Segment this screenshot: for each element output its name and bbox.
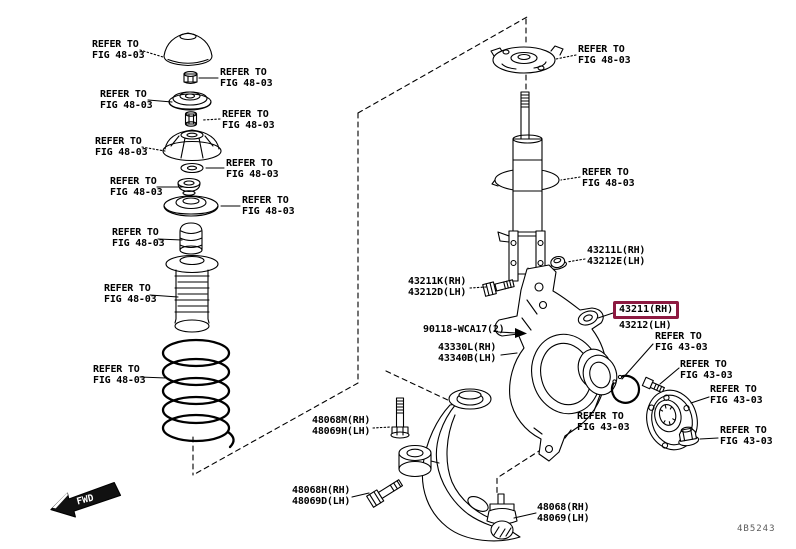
callout-lower-arm[interactable]: 48068(RH) 48069(LH) xyxy=(537,502,590,524)
drawing-mount-plate xyxy=(490,45,564,74)
refer-label-wheel-bearing[interactable]: REFER TO FIG 43-03 xyxy=(577,411,630,433)
refer-label-bearing-seat[interactable]: REFER TO FIG 48-03 xyxy=(110,176,163,198)
refer-label-coil-spring[interactable]: REFER TO FIG 48-03 xyxy=(93,364,146,386)
drawing-arm-bolt-angled xyxy=(366,479,404,508)
refer-label-snap-ring[interactable]: REFER TO FIG 43-03 xyxy=(655,331,708,353)
refer-label-support-nut[interactable]: REFER TO FIG 48-03 xyxy=(222,109,275,131)
callout-arm-bolt-vertical[interactable]: 48068M(RH) 48069H(LH) xyxy=(312,415,371,437)
fwd-label: FWD xyxy=(76,493,96,508)
drawing-arm-bolt-vertical xyxy=(390,397,410,439)
refer-label-hub-nut[interactable]: REFER TO FIG 43-03 xyxy=(720,425,773,447)
refer-label-strut-seat[interactable]: REFER TO FIG 48-03 xyxy=(582,167,635,189)
drawing-strut-mount xyxy=(162,129,222,162)
drawing-upper-spring-seat xyxy=(163,195,219,217)
callout-strut-bolt[interactable]: 43211K(RH) 43212D(LH) xyxy=(408,276,467,298)
drawing-strut-bolt xyxy=(482,279,515,297)
refer-label-dust-cap[interactable]: REFER TO FIG 48-03 xyxy=(92,39,145,61)
drawing-support-nut xyxy=(184,111,198,127)
drawing-hub-stud xyxy=(641,376,665,394)
drawing-wheel-bearing xyxy=(577,348,618,396)
callout-knuckle-lh[interactable]: 43212(LH) xyxy=(619,320,672,331)
construction-lines xyxy=(192,16,575,496)
drawing-lower-arm[interactable] xyxy=(398,388,521,542)
refer-label-mount-plate[interactable]: REFER TO FIG 48-03 xyxy=(578,44,631,66)
refer-label-bump-stopper[interactable]: REFER TO FIG 48-03 xyxy=(112,227,165,249)
refer-label-support-bearing[interactable]: REFER TO FIG 48-03 xyxy=(100,89,153,111)
refer-label-axle-hub[interactable]: REFER TO FIG 43-03 xyxy=(710,384,763,406)
drawing-support-bearing xyxy=(168,91,212,111)
callout-strut-nut[interactable]: 43211L(RH) 43212E(LH) xyxy=(587,245,646,267)
figure-code: 4B5243 xyxy=(737,524,776,534)
refer-label-spring-seat[interactable]: REFER TO FIG 48-03 xyxy=(242,195,295,217)
drawing-washer xyxy=(180,162,204,174)
callout-knuckle-stud[interactable]: 90118-WCA17(2) xyxy=(423,324,505,335)
drawing-dust-cap xyxy=(163,32,213,67)
drawing-dust-boot xyxy=(165,254,219,333)
drawing-mount-nut xyxy=(183,71,198,85)
drawing-hub-nut xyxy=(678,426,700,447)
refer-label-strut-mount[interactable]: REFER TO FIG 48-03 xyxy=(95,136,148,158)
drawing-coil-spring xyxy=(161,338,235,449)
refer-label-dust-boot[interactable]: REFER TO FIG 48-03 xyxy=(104,283,157,305)
drawing-strut xyxy=(491,91,560,282)
drawing-snap-ring xyxy=(610,374,641,404)
refer-label-mount-nut[interactable]: REFER TO FIG 48-03 xyxy=(220,67,273,89)
drawing-ball-joint xyxy=(486,493,518,540)
leader-lines xyxy=(139,49,719,519)
refer-label-hub-stud[interactable]: REFER TO FIG 43-03 xyxy=(680,359,733,381)
callout-balljoint-nut[interactable]: 43330L(RH) 43340B(LH) xyxy=(438,342,497,364)
drawing-bump-stopper xyxy=(179,222,203,255)
callout-arm-bolt-angled[interactable]: 48068H(RH) 48069D(LH) xyxy=(292,485,351,507)
refer-label-washer[interactable]: REFER TO FIG 48-03 xyxy=(226,158,279,180)
drawing-strut-nut xyxy=(550,255,567,270)
callout-knuckle-rh-highlighted[interactable]: 43211(RH) xyxy=(613,301,680,319)
stud-arrowhead xyxy=(515,328,527,338)
fwd-direction-arrow: FWD xyxy=(50,481,122,518)
